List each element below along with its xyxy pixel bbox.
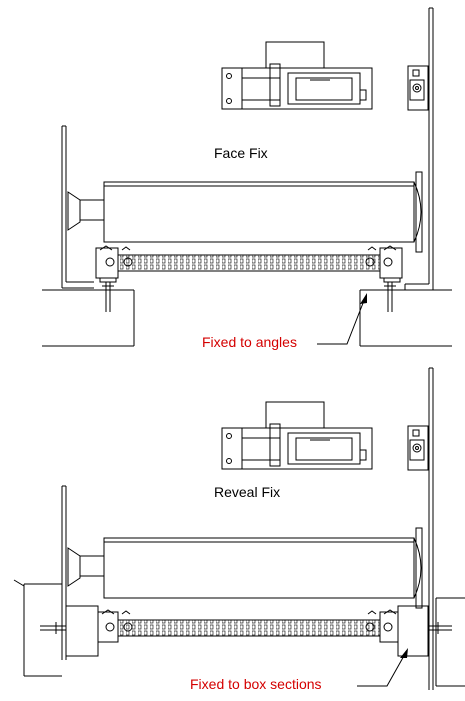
fixed-to-angles-annotation: Fixed to angles	[202, 293, 367, 350]
face-fix-label: Face Fix	[214, 145, 268, 161]
face-fix-walls	[42, 289, 452, 347]
fixed-to-angles-label: Fixed to angles	[202, 334, 297, 350]
reveal-fix-end-bracket	[407, 425, 429, 471]
face-fix-roller-barrel	[67, 171, 423, 253]
reveal-fix-section: Reveal Fix	[13, 367, 465, 690]
face-fix-section: Face Fix	[42, 7, 452, 347]
reveal-fix-roller-barrel	[67, 527, 423, 609]
fixed-to-angles-leader-line	[317, 297, 366, 345]
reveal-fix-label: Reveal Fix	[214, 484, 280, 500]
fixed-to-box-sections-label: Fixed to box sections	[190, 676, 322, 692]
reveal-fix-walls	[13, 579, 465, 687]
face-fix-motor-unit	[221, 41, 373, 110]
face-fix-left-bracket-plate	[61, 125, 94, 289]
reveal-fix-screws	[40, 622, 452, 634]
fixed-to-angles-arrowhead	[360, 293, 367, 304]
fixed-to-box-sections-arrowhead	[400, 648, 408, 658]
face-fix-right-bracket-plate	[404, 7, 434, 291]
reveal-fix-left-bracket-plate	[61, 485, 67, 660]
reveal-fix-bottom-rail	[97, 609, 399, 643]
fixed-to-box-sections-leader-line	[357, 653, 406, 687]
reveal-fix-motor-unit	[221, 401, 373, 470]
face-fix-screws	[102, 282, 396, 312]
reveal-fix-right-bracket-plate	[428, 367, 434, 690]
face-fix-bottom-rail	[95, 245, 403, 283]
fixed-to-box-sections-annotation: Fixed to box sections	[190, 648, 408, 692]
face-fix-end-bracket	[407, 65, 429, 111]
